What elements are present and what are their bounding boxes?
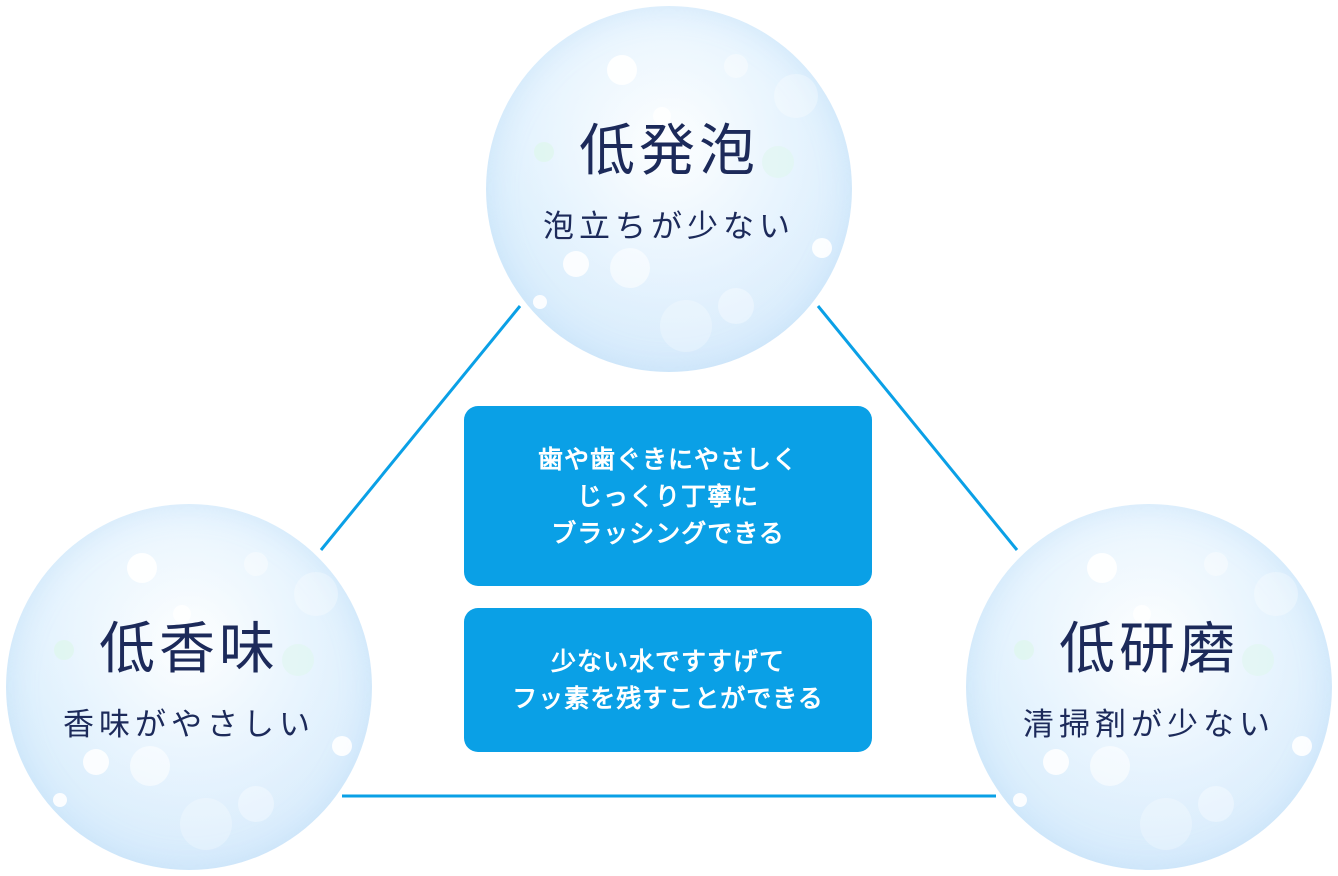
node-low-abrasive: 低研磨 清掃剤が少ない [966, 504, 1332, 870]
node-subtitle: 清掃剤が少ない [1023, 707, 1275, 743]
bubble-decoration [53, 552, 352, 850]
connector-top-left [319, 305, 522, 551]
card-line: じっくり丁寧に [576, 481, 759, 511]
node-title: 低香味 [99, 617, 279, 682]
card-line: フッ素を残すことができる [512, 684, 824, 713]
benefit-card-gentle-brushing: 歯や歯ぐきにやさしく じっくり丁寧に ブラッシングできる [464, 406, 872, 586]
node-subtitle: 泡立ちが少ない [543, 209, 795, 245]
card-line: 少ない水ですすげて [550, 647, 785, 676]
node-low-foam: 低発泡 泡立ちが少ない [486, 6, 852, 372]
benefit-card-fluoride-retention: 少ない水ですすげて フッ素を残すことができる [464, 608, 872, 752]
card-line: 歯や歯ぐきにやさしく [537, 444, 798, 474]
bubble-decoration [1013, 552, 1312, 850]
node-subtitle: 香味がやさしい [63, 707, 315, 743]
bubble-decoration [533, 54, 832, 352]
node-title: 低発泡 [579, 119, 759, 184]
connector-top-right [816, 305, 1019, 551]
card-line: ブラッシングできる [551, 518, 785, 548]
node-title: 低研磨 [1059, 617, 1239, 682]
node-low-flavor: 低香味 香味がやさしい [6, 504, 372, 870]
